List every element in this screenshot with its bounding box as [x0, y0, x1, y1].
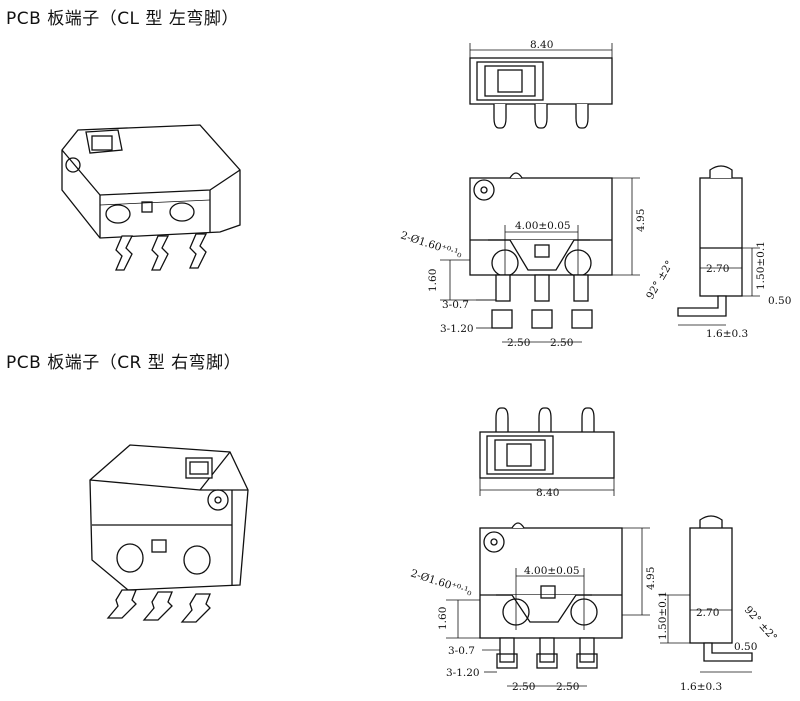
- dim-side-w-cr: 2.70: [696, 607, 719, 619]
- side-view-cr: [660, 515, 753, 673]
- dim-height-cl: 4.95: [635, 209, 647, 232]
- dim-pin-w-cr: 3-0.7: [448, 645, 475, 657]
- front-view-cr: [446, 522, 650, 687]
- top-view-cr: [479, 407, 615, 496]
- section-title-cr: PCB 板端子（CR 型 右弯脚）: [6, 353, 242, 373]
- dim-lead-cr: 0.50: [734, 641, 757, 653]
- dim-pitch1-cr: 2.50: [512, 681, 535, 693]
- dim-base-cl: 1.60: [427, 269, 439, 292]
- dim-foot-cl: 1.6±0.3: [706, 328, 748, 340]
- dim-pin-h-cl: 3-1.20: [440, 323, 474, 335]
- dim-pitch2-cl: 2.50: [550, 337, 573, 349]
- dim-pitch1-cl: 2.50: [507, 337, 530, 349]
- dim-width-cr: 8.40: [536, 487, 559, 499]
- dim-side-h-cr: 1.50±0.1: [657, 591, 669, 640]
- dim-pitch2-cr: 2.50: [556, 681, 579, 693]
- dim-hole-pitch-cl: 4.00±0.05: [515, 220, 571, 232]
- dim-foot-cr: 1.6±0.3: [680, 681, 722, 693]
- dim-angle-cl: 92° ±2°: [644, 259, 676, 302]
- side-view-cl: [677, 165, 760, 326]
- front-view-cl: [440, 172, 640, 343]
- dim-hole-dia-cr: 2-Ø1.60⁺⁰·¹₀: [409, 567, 473, 598]
- dim-base-cr: 1.60: [437, 607, 449, 630]
- dim-angle-cr: 92° ±2°: [742, 604, 779, 644]
- dim-pin-h-cr: 3-1.20: [446, 667, 480, 679]
- iso-view-cr: [89, 444, 249, 623]
- dim-hole-dia-cl: 2-Ø1.60⁺⁰·¹₀: [399, 229, 463, 260]
- dim-side-h-cl: 1.50±0.1: [755, 241, 767, 290]
- dim-height-cr: 4.95: [645, 567, 657, 590]
- dim-side-w-cl: 2.70: [706, 263, 729, 275]
- dim-width-cl: 8.40: [530, 39, 553, 51]
- dim-hole-pitch-cr: 4.00±0.05: [524, 565, 580, 577]
- iso-view-cl: [61, 124, 241, 271]
- section-title-cl: PCB 板端子（CL 型 左弯脚）: [6, 9, 239, 29]
- top-view-cl: [469, 43, 613, 129]
- dim-lead-cl: 0.50: [768, 295, 791, 307]
- dim-pin-w-cl: 3-0.7: [442, 299, 469, 311]
